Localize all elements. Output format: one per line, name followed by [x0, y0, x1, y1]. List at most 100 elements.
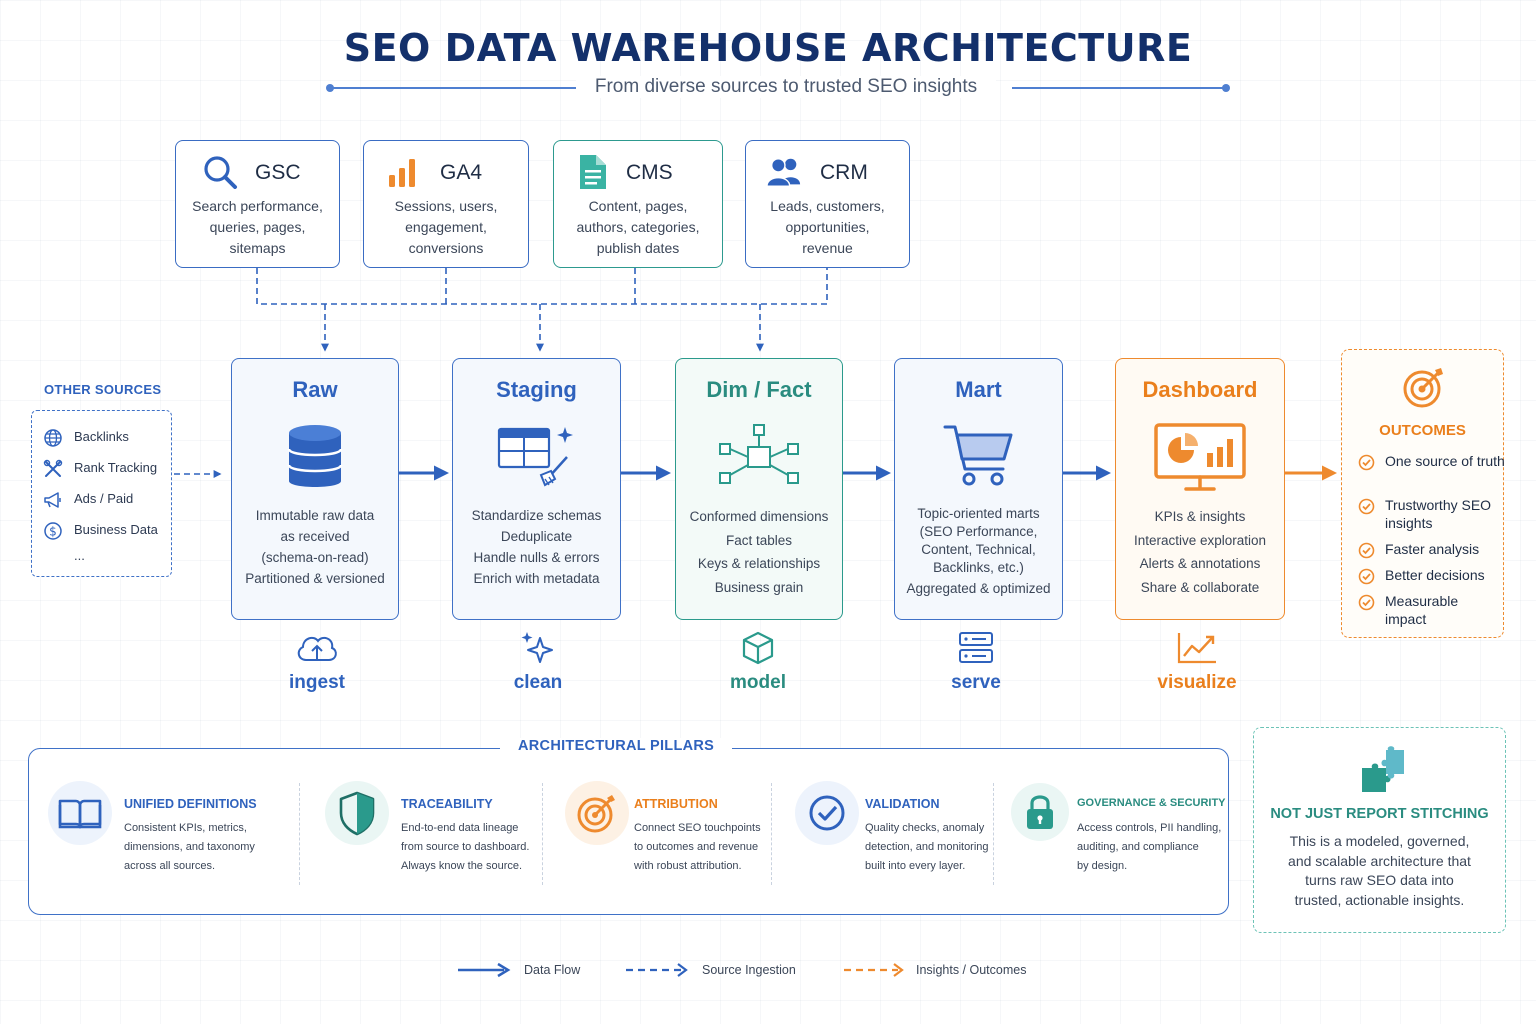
- source-description: Content, pages,authors, categories,publi…: [576, 198, 700, 256]
- outcomes-title: OUTCOMES: [1379, 422, 1466, 439]
- pillar-description: Consistent KPIs, metrics,dimensions, and…: [124, 822, 255, 872]
- network-icon: [719, 424, 799, 484]
- megaphone-icon: [44, 492, 61, 508]
- sparkle-icon: [521, 632, 553, 663]
- not-just-report-panel: NOT JUST REPORT STITCHING This is a mode…: [1253, 727, 1506, 933]
- cloud-upload-icon: [297, 636, 337, 661]
- bar-chart-icon: [389, 159, 415, 187]
- target-icon: [1403, 368, 1443, 408]
- page-subtitle: From diverse sources to trusted SEO insi…: [576, 76, 996, 98]
- verb-visualize: visualize: [1147, 630, 1247, 694]
- document-icon: [580, 155, 606, 189]
- verb-label: model: [730, 672, 786, 693]
- search-icon: [204, 156, 237, 189]
- legend-source-ingestion: Source Ingestion: [624, 960, 814, 980]
- subtitle-row: From diverse sources to trusted SEO insi…: [326, 76, 1230, 100]
- legend-insights-outcomes: Insights / Outcomes: [842, 960, 1042, 980]
- table-clean-icon: [497, 427, 573, 487]
- check-circle-icon: [1358, 498, 1375, 515]
- other-sources-label: OTHER SOURCES: [44, 382, 162, 397]
- not-just-title: NOT JUST REPORT STITCHING: [1270, 806, 1489, 822]
- stage-description: Topic-oriented marts(SEO Performance,Con…: [906, 506, 1051, 596]
- pillar-unified-definitions: UNIFIED DEFINITIONS Consistent KPIs, met…: [48, 779, 298, 889]
- tools-icon: [43, 459, 63, 477]
- check-circle-icon: [1358, 568, 1375, 585]
- dollar-icon: $: [44, 522, 62, 540]
- server-icon: [959, 632, 993, 663]
- source-card-gsc: GSC Search performance,queries, pages,si…: [175, 140, 340, 268]
- source-title: GA4: [440, 161, 483, 184]
- source-card-ga4: GA4 Sessions, users,engagement,conversio…: [363, 140, 529, 268]
- verb-label: clean: [513, 672, 563, 693]
- pillar-title: TRACEABILITY: [401, 797, 493, 811]
- source-ingestion-lines: [174, 268, 828, 478]
- puzzle-icon: [1362, 746, 1404, 792]
- stage-title: Dim / Fact: [706, 377, 812, 402]
- pillar-title: VALIDATION: [865, 797, 940, 811]
- stage-title: Dashboard: [1142, 377, 1258, 402]
- shield-icon: [339, 791, 375, 836]
- pillars-title: ARCHITECTURAL PILLARS: [500, 738, 733, 754]
- verb-label: serve: [951, 672, 1001, 693]
- source-card-crm: CRM Leads, customers,opportunities,reven…: [745, 140, 910, 268]
- svg-text:$: $: [49, 525, 57, 539]
- check-circle-icon: [1358, 542, 1375, 559]
- other-sources-box: Backlinks Rank Tracking Ads / Paid $ Bus…: [31, 410, 172, 577]
- check-circle-icon: [809, 795, 845, 831]
- book-icon: [58, 799, 102, 829]
- verb-label: ingest: [289, 672, 345, 693]
- dashed-arrow-icon: [844, 963, 904, 977]
- users-icon: [766, 158, 801, 187]
- source-description: Search performance,queries, pages,sitema…: [192, 198, 323, 256]
- verb-model: model: [708, 630, 808, 694]
- stage-title: Staging: [496, 377, 577, 402]
- stage-title: Raw: [292, 377, 338, 402]
- pillar-description: Access controls, PII handling,auditing, …: [1077, 822, 1222, 872]
- cube-icon: [742, 631, 774, 665]
- lock-icon: [1027, 795, 1053, 829]
- verb-serve: serve: [926, 630, 1026, 694]
- legend-data-flow: Data Flow: [456, 960, 596, 980]
- source-description: Leads, customers,opportunities,revenue: [770, 198, 885, 256]
- not-just-text: This is a modeled, governed,and scalable…: [1288, 833, 1471, 908]
- pillar-title: GOVERNANCE & SECURITY: [1077, 797, 1226, 809]
- outcomes-panel: OUTCOMES One source of truth Trustworthy…: [1341, 349, 1505, 638]
- solid-arrow-icon: [458, 962, 511, 978]
- globe-icon: [44, 429, 62, 447]
- stage-mart: Mart Topic-oriented marts(SEO Performanc…: [894, 358, 1063, 620]
- stage-title: Mart: [955, 377, 1002, 402]
- line-chart-icon: [1177, 633, 1216, 664]
- cart-icon: [943, 425, 1012, 486]
- source-description: Sessions, users,engagement,conversions: [394, 198, 498, 256]
- check-circle-icon: [1358, 454, 1375, 471]
- dashed-arrow-icon: [626, 963, 688, 977]
- source-title: GSC: [255, 161, 301, 184]
- verb-ingest: ingest: [267, 630, 367, 694]
- page-title: SEO DATA WAREHOUSE ARCHITECTURE: [343, 26, 1193, 70]
- pillar-title: UNIFIED DEFINITIONS: [124, 797, 257, 811]
- pillar-governance-security: GOVERNANCE & SECURITY Access controls, P…: [1011, 779, 1226, 889]
- database-icon: [287, 425, 343, 487]
- verb-clean: clean: [488, 630, 588, 694]
- source-title: CMS: [626, 161, 673, 184]
- monitor-chart-icon: [1154, 423, 1246, 491]
- pillars-panel: UNIFIED DEFINITIONS Consistent KPIs, met…: [28, 748, 1229, 915]
- source-card-cms: CMS Content, pages,authors, categories,p…: [553, 140, 723, 268]
- pillar-title: ATTRIBUTION: [634, 797, 718, 811]
- target-icon: [577, 795, 615, 833]
- check-circle-icon: [1358, 594, 1375, 611]
